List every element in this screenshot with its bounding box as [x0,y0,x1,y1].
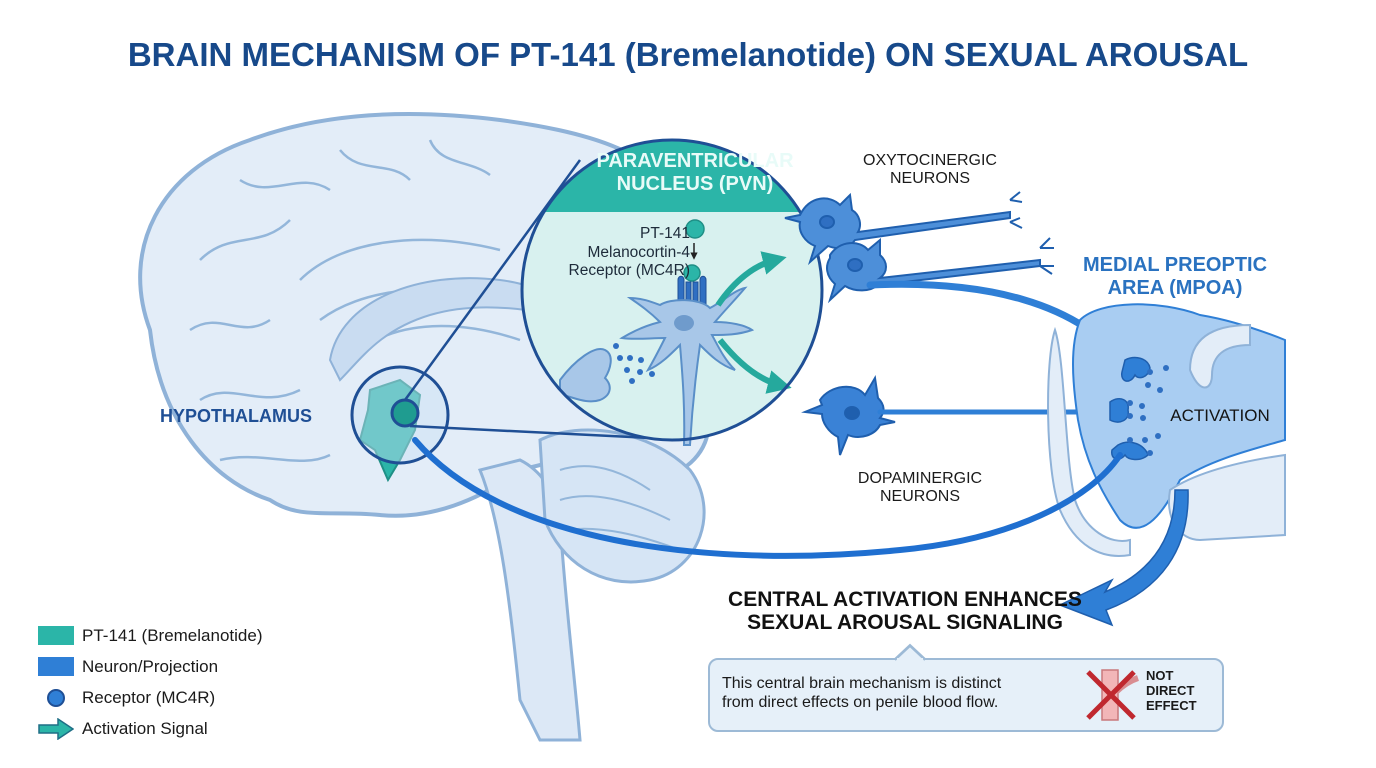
note-text-line2: from direct effects on penile blood flow… [722,694,999,712]
legend: PT-141 (Bremelanotide) Neuron/Projection… [38,620,262,744]
legend-item-activation: Activation Signal [38,713,262,744]
page-title: BRAIN MECHANISM OF PT-141 (Bremelanotide… [127,36,1249,73]
note-callout [708,658,1224,732]
note-text: This central brain mechanism is distinct… [722,674,1022,712]
badge-line3: EFFECT [1146,697,1197,713]
oxytocinergic-label-line1: OXYTOCINERGIC [863,152,997,169]
activation-arrow-up [715,251,787,307]
dopaminergic-neurons [801,375,896,456]
mpoa-label: MEDIAL PREOPTIC AREA (MPOA) [1060,254,1290,300]
oxytocinergic-label-line2: NEURONS [889,170,970,188]
mpoa-region [1047,303,1286,557]
dopaminergic-label-line2: NEURONS [879,488,960,506]
legend-label: Neuron/Projection [82,656,219,676]
dopaminergic-label-line1: DOPAMINERGIC [857,470,983,487]
oxytocinergic-neurons [784,191,1054,304]
blue-circle-icon [38,688,74,707]
outcome-heading: CENTRAL ACTIVATION ENHANCES SEXUAL AROUS… [710,588,1100,634]
teal-arrow-icon [38,717,74,740]
receptor-label-line1: Melanocortin-4 [587,243,690,261]
hypothalamus-label: HYPOTHALAMUS [160,406,312,426]
presynaptic-terminal [559,348,612,403]
legend-item-pt141: PT-141 (Bremelanotide) [38,620,262,651]
legend-label: PT-141 (Bremelanotide) [82,625,263,645]
pvn-neuron [619,286,755,446]
hypothalamus-pvn-marker [390,398,420,428]
bound-molecule [683,264,701,282]
note-pointer-cover [894,644,926,662]
pvn-label-line1: PARAVENTRICULAR [596,150,794,172]
pvn-label: PARAVENTRICULAR NUCLEUS (PVN) [565,150,825,196]
hypothalamus-projection [412,437,1123,559]
oxytocinergic-label: OXYTOCINERGIC NEURONS [830,152,1030,189]
pvn-circle-border [520,138,824,442]
mc4r-receptor-icon [677,275,707,306]
note-text-line1: This central brain mechanism is distinct [722,675,1002,692]
legend-label: Activation Signal [82,718,208,738]
not-direct-effect-badge: NOT DIRECT EFFECT [1146,668,1226,714]
dopaminergic-label: DOPAMINERGIC NEURONS [820,470,1020,507]
pvn-label-line2: NUCLEUS (PVN) [616,173,774,195]
teal-square-icon [38,626,74,645]
neurotransmitter-dots [613,343,655,384]
receptor-label-line2: Receptor (MC4R) [568,262,690,280]
mpoa-fold [1188,323,1251,389]
badge-line1: NOT [1146,668,1174,683]
crossed-vessel-icon [1086,669,1140,721]
outcome-arrow [1058,489,1189,627]
pvn-neuron-nucleus [674,315,694,331]
mpoa-vesicles [1127,365,1169,456]
legend-item-receptor: Receptor (MC4R) [38,682,262,713]
outcome-heading-line1: CENTRAL ACTIVATION ENHANCES [728,588,1082,611]
pt141-molecule [685,219,705,239]
legend-label: Receptor (MC4R) [82,687,216,707]
badge-line2: DIRECT [1146,682,1195,698]
legend-item-neuron: Neuron/Projection [38,651,262,682]
pt141-label: PT-141 [640,225,690,242]
outcome-heading-line2: SEXUAL AROUSAL SIGNALING [747,611,1063,635]
mpoa-label-line2: AREA (MPOA) [1107,277,1243,299]
mpoa-label-line1: MEDIAL PREOPTIC [1082,254,1268,276]
activation-arrow-down [717,338,792,394]
pvn-annotation: PT-141 Melanocortin-4 Receptor (MC4R) [520,225,690,281]
blue-square-icon [38,657,74,676]
activation-label: ACTIVATION [1170,406,1270,425]
